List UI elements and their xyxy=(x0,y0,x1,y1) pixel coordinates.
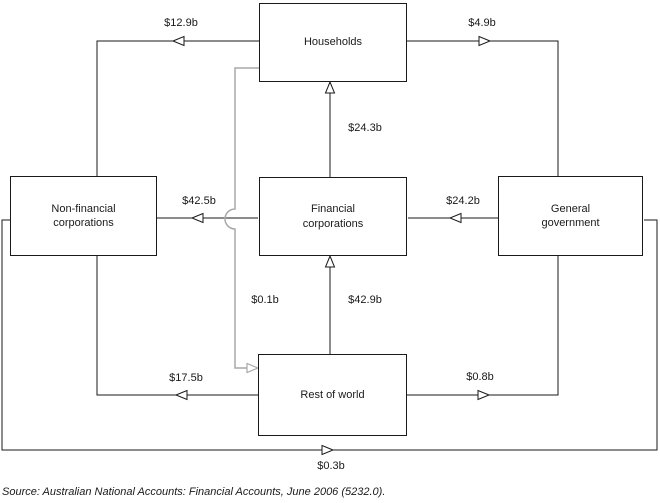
flow-line-households-to-government xyxy=(407,40,559,176)
arrowhead-right-icon xyxy=(321,444,335,456)
node-households-label: Households xyxy=(303,36,363,49)
node-households: Households xyxy=(259,3,407,82)
flow-value-financial-households: $24.3b xyxy=(348,122,382,134)
flow-value-restofworld-financial: $42.9b xyxy=(348,294,382,306)
node-nonfinancial-corporations: Non-financial corporations xyxy=(10,176,157,256)
flow-value-government-financial: $24.2b xyxy=(446,195,480,207)
node-rest-of-world-label: Rest of world xyxy=(300,388,365,401)
arrowhead-left-icon xyxy=(190,212,204,224)
node-general-government-label: General government xyxy=(541,202,600,229)
node-rest-of-world: Rest of world xyxy=(258,354,407,436)
flow-line-households-to-nonfinancial xyxy=(96,40,259,176)
flow-value-households-nonfinancial: $12.9b xyxy=(164,17,198,29)
arrowhead-up-icon xyxy=(324,254,336,268)
flow-value-households-government: $4.9b xyxy=(468,17,496,29)
flow-line-restofworld-to-government xyxy=(407,256,559,396)
node-financial-corporations-label: Financial corporations xyxy=(302,203,364,230)
flow-line-restofworld-to-nonfinancial xyxy=(96,256,258,396)
source-note: Source: Australian National Accounts: Fi… xyxy=(2,486,386,498)
flow-value-financial-nonfinancial: $42.5b xyxy=(182,195,216,207)
arrowhead-left-icon xyxy=(171,35,185,47)
arrowhead-left-icon xyxy=(174,389,188,401)
flow-value-households-restofworld: $0.1b xyxy=(251,294,279,306)
arrowhead-right-icon xyxy=(477,389,491,401)
arrowhead-left-icon xyxy=(448,212,462,224)
node-general-government: General government xyxy=(498,176,643,256)
flow-value-restofworld-nonfinancial: $17.5b xyxy=(169,372,203,384)
flow-value-nonfinancial-government: $0.3b xyxy=(317,460,345,472)
node-financial-corporations: Financial corporations xyxy=(259,177,407,256)
flow-line-households-to-restofworld xyxy=(224,67,259,369)
arrowhead-right-icon xyxy=(246,362,260,374)
flow-value-restofworld-government: $0.8b xyxy=(466,371,494,383)
node-nonfinancial-corporations-label: Non-financial corporations xyxy=(51,202,116,229)
arrowhead-up-icon xyxy=(324,80,336,94)
arrowhead-right-icon xyxy=(478,35,492,47)
